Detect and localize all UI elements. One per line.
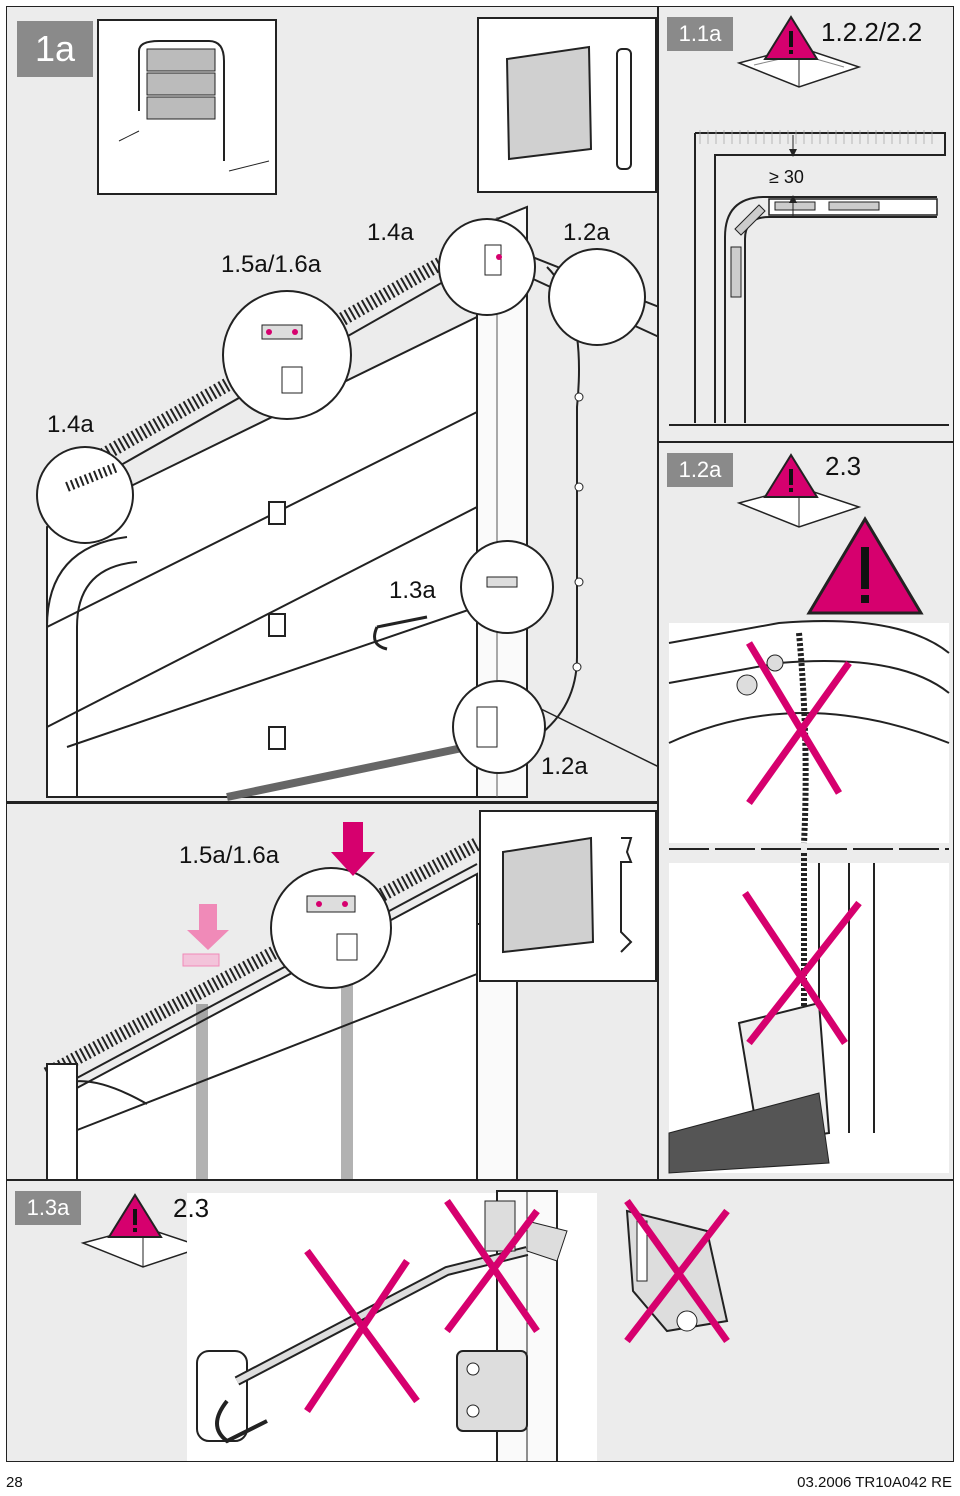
clearance-diagram bbox=[669, 15, 949, 426]
warning-triangle-icon bbox=[763, 15, 819, 60]
callout-label: 1.4a bbox=[367, 219, 414, 246]
panel-profile-inset-top bbox=[477, 17, 657, 193]
page-number: 28 bbox=[6, 1474, 23, 1491]
panel-1-1a: 1.1a 1.2.2/2.2 ≥ 30 bbox=[658, 6, 954, 442]
reference-label: 1.2.2/2.2 bbox=[821, 17, 923, 47]
prohibited-cross-icon bbox=[624, 1198, 730, 1344]
cable-routing-illustration bbox=[668, 453, 950, 1174]
dimension-label: ≥ 30 bbox=[769, 167, 804, 187]
panel-profile-icon bbox=[502, 836, 633, 954]
prohibited-cross-icon bbox=[444, 1199, 540, 1334]
panel-1a: 1a 1.5a/1.6a 1.4a 1.2a 1.4a 1.3a 1.2a bbox=[6, 6, 658, 802]
handle-lock-illustration bbox=[80, 1190, 730, 1461]
panel-1-2a: 1.2a bbox=[658, 442, 954, 1180]
callout-label: 1.2a bbox=[541, 753, 588, 780]
prohibited-cross-icon bbox=[745, 641, 852, 806]
callout-label: 1.2a bbox=[563, 219, 610, 246]
sectional-door-icon bbox=[109, 31, 270, 186]
callout-label: 1.5a/1.6a bbox=[179, 842, 280, 869]
panel-tag: 1.1a bbox=[667, 17, 733, 51]
down-arrow-icon bbox=[187, 904, 229, 950]
prohibited-cross-icon bbox=[742, 891, 862, 1046]
down-arrow-icon bbox=[331, 822, 375, 876]
warning-triangle-icon bbox=[107, 1193, 163, 1238]
panel-tag: 1.3a bbox=[15, 1191, 81, 1225]
garage-door-inset bbox=[97, 19, 277, 195]
door-overview-illustration bbox=[36, 205, 657, 801]
callout-label: 1.3a bbox=[389, 577, 436, 604]
panel-tag: 1.2a bbox=[667, 453, 733, 487]
document-code: 03.2006 TR10A042 RE bbox=[797, 1474, 952, 1491]
warning-triangle-icon bbox=[763, 453, 819, 498]
reference-label: 2.3 bbox=[173, 1193, 210, 1223]
panel-1-5a-1-6a: 1.5a/1.6a bbox=[6, 802, 658, 1180]
prohibited-cross-icon bbox=[304, 1248, 420, 1413]
spring-assembly-illustration bbox=[43, 822, 518, 1179]
panel-1-3a: 1.3a bbox=[6, 1180, 954, 1462]
panel-profile-icon bbox=[505, 45, 632, 170]
panel-profile-inset-bottom bbox=[479, 810, 657, 982]
callout-label: 1.4a bbox=[47, 411, 94, 438]
callout-label: 1.5a/1.6a bbox=[221, 251, 322, 278]
reference-label: 2.3 bbox=[825, 451, 862, 481]
panel-tag: 1a bbox=[17, 21, 93, 77]
warning-triangle-icon bbox=[806, 516, 924, 615]
